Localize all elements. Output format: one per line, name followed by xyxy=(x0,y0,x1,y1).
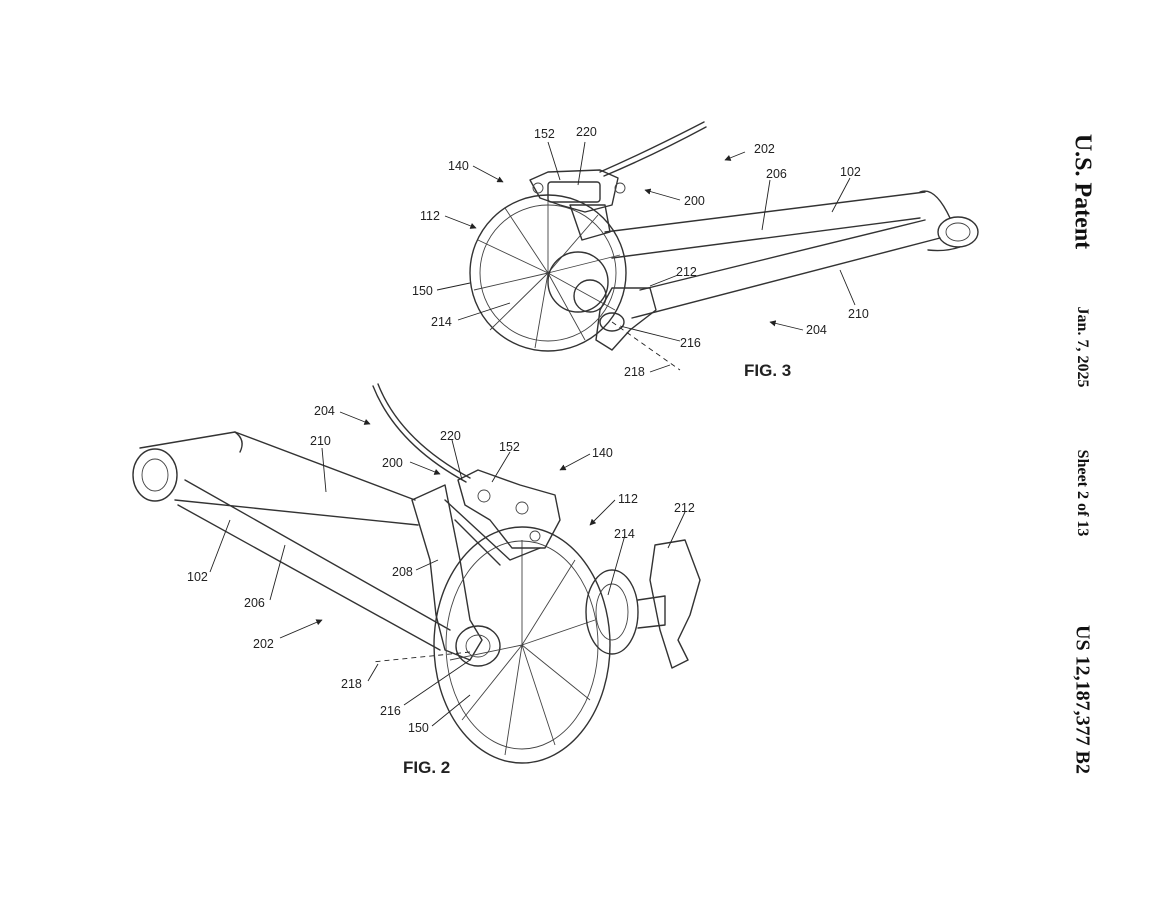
fig2-labels: 204 220 152 140 210 200 112 212 214 102 … xyxy=(187,404,695,777)
fig2-rotor-spokes xyxy=(449,540,596,756)
fig3-ref-202: 202 xyxy=(754,142,775,156)
fig2-ref-210: 210 xyxy=(310,434,331,448)
fig2-ref-214: 214 xyxy=(614,527,635,541)
fig2-ref-102: 102 xyxy=(187,570,208,584)
fig2-ref-220: 220 xyxy=(440,429,461,443)
fig2-ref-112: 112 xyxy=(618,492,638,506)
fig2-ref-208: 208 xyxy=(392,565,413,579)
fig2-ref-206: 206 xyxy=(244,596,265,610)
fig3-ref-140: 140 xyxy=(448,159,469,173)
fig3-ref-212: 212 xyxy=(676,265,697,279)
fig3-ref-218: 218 xyxy=(624,365,645,379)
fig3-leaders xyxy=(436,141,856,373)
fig3-ref-216: 216 xyxy=(680,336,701,350)
fig3-ref-200: 200 xyxy=(684,194,705,208)
fig2-drawing xyxy=(132,383,701,764)
fig2-ref-204: 204 xyxy=(314,404,335,418)
fig3-ref-150: 150 xyxy=(412,284,433,298)
fig2-ref-140: 140 xyxy=(592,446,613,460)
fig3-ref-206: 206 xyxy=(766,167,787,181)
fig2-ref-218: 218 xyxy=(341,677,362,691)
fig3-title: FIG. 3 xyxy=(744,361,791,380)
fig3-rotor-spokes xyxy=(473,198,621,349)
fig3-ref-204: 204 xyxy=(806,323,827,337)
fig2-ref-152: 152 xyxy=(499,440,520,454)
fig3-ref-220: 220 xyxy=(576,125,597,139)
fig2-ref-216: 216 xyxy=(380,704,401,718)
fig2-title: FIG. 2 xyxy=(403,758,450,777)
fig2-ref-212: 212 xyxy=(674,501,695,515)
fig2-leaders xyxy=(209,411,686,727)
fig2-ref-202: 202 xyxy=(253,637,274,651)
fig2-ref-150: 150 xyxy=(408,721,429,735)
fig2-ref-200: 200 xyxy=(382,456,403,470)
fig3-ref-210: 210 xyxy=(848,307,869,321)
fig3-ref-214: 214 xyxy=(431,315,452,329)
fig3-drawing xyxy=(469,121,979,371)
fig3-ref-112: 112 xyxy=(420,209,440,223)
fig3-labels: 152 220 202 140 200 206 102 112 150 212 … xyxy=(412,125,869,380)
fig3-ref-152: 152 xyxy=(534,127,555,141)
fig3-ref-102: 102 xyxy=(840,165,861,179)
